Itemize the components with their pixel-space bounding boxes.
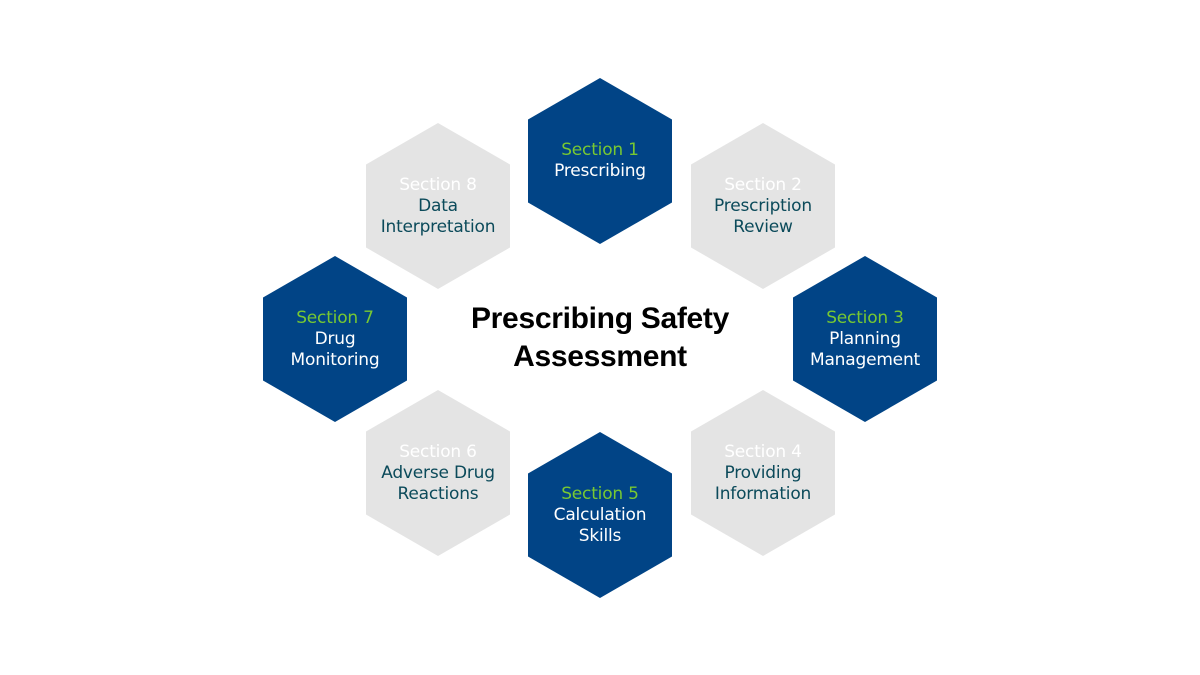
section-label: Planning Management (810, 328, 920, 370)
section-label: Calculation Skills (553, 504, 647, 546)
section-number: Section 8 (399, 174, 477, 195)
hexagon-section-6: Section 6 Adverse Drug Reactions (366, 390, 510, 556)
section-label: Providing Information (714, 462, 812, 504)
hexagon-section-1: Section 1 Prescribing (528, 78, 672, 244)
section-label: Prescribing (554, 161, 646, 181)
section-number: Section 4 (724, 441, 802, 462)
section-number: Section 1 (561, 140, 639, 160)
hexagon-section-5: Section 5 Calculation Skills (528, 432, 672, 598)
section-number: Section 6 (399, 441, 477, 462)
section-label: Adverse Drug Reactions (381, 462, 495, 504)
section-label: Prescription Review (714, 195, 812, 237)
section-number: Section 3 (826, 307, 904, 328)
hexagon-section-3: Section 3 Planning Management (793, 256, 937, 422)
diagram-title: Prescribing Safety Assessment (470, 302, 730, 373)
section-label: Drug Monitoring (290, 328, 380, 370)
hexagon-section-2: Section 2 Prescription Review (691, 123, 835, 289)
section-number: Section 2 (724, 174, 802, 195)
section-number: Section 7 (296, 307, 374, 328)
hexagon-section-7: Section 7 Drug Monitoring (263, 256, 407, 422)
hexagon-section-4: Section 4 Providing Information (691, 390, 835, 556)
section-label: Data Interpretation (380, 195, 496, 237)
hexagon-section-8: Section 8 Data Interpretation (366, 123, 510, 289)
section-number: Section 5 (561, 483, 639, 504)
